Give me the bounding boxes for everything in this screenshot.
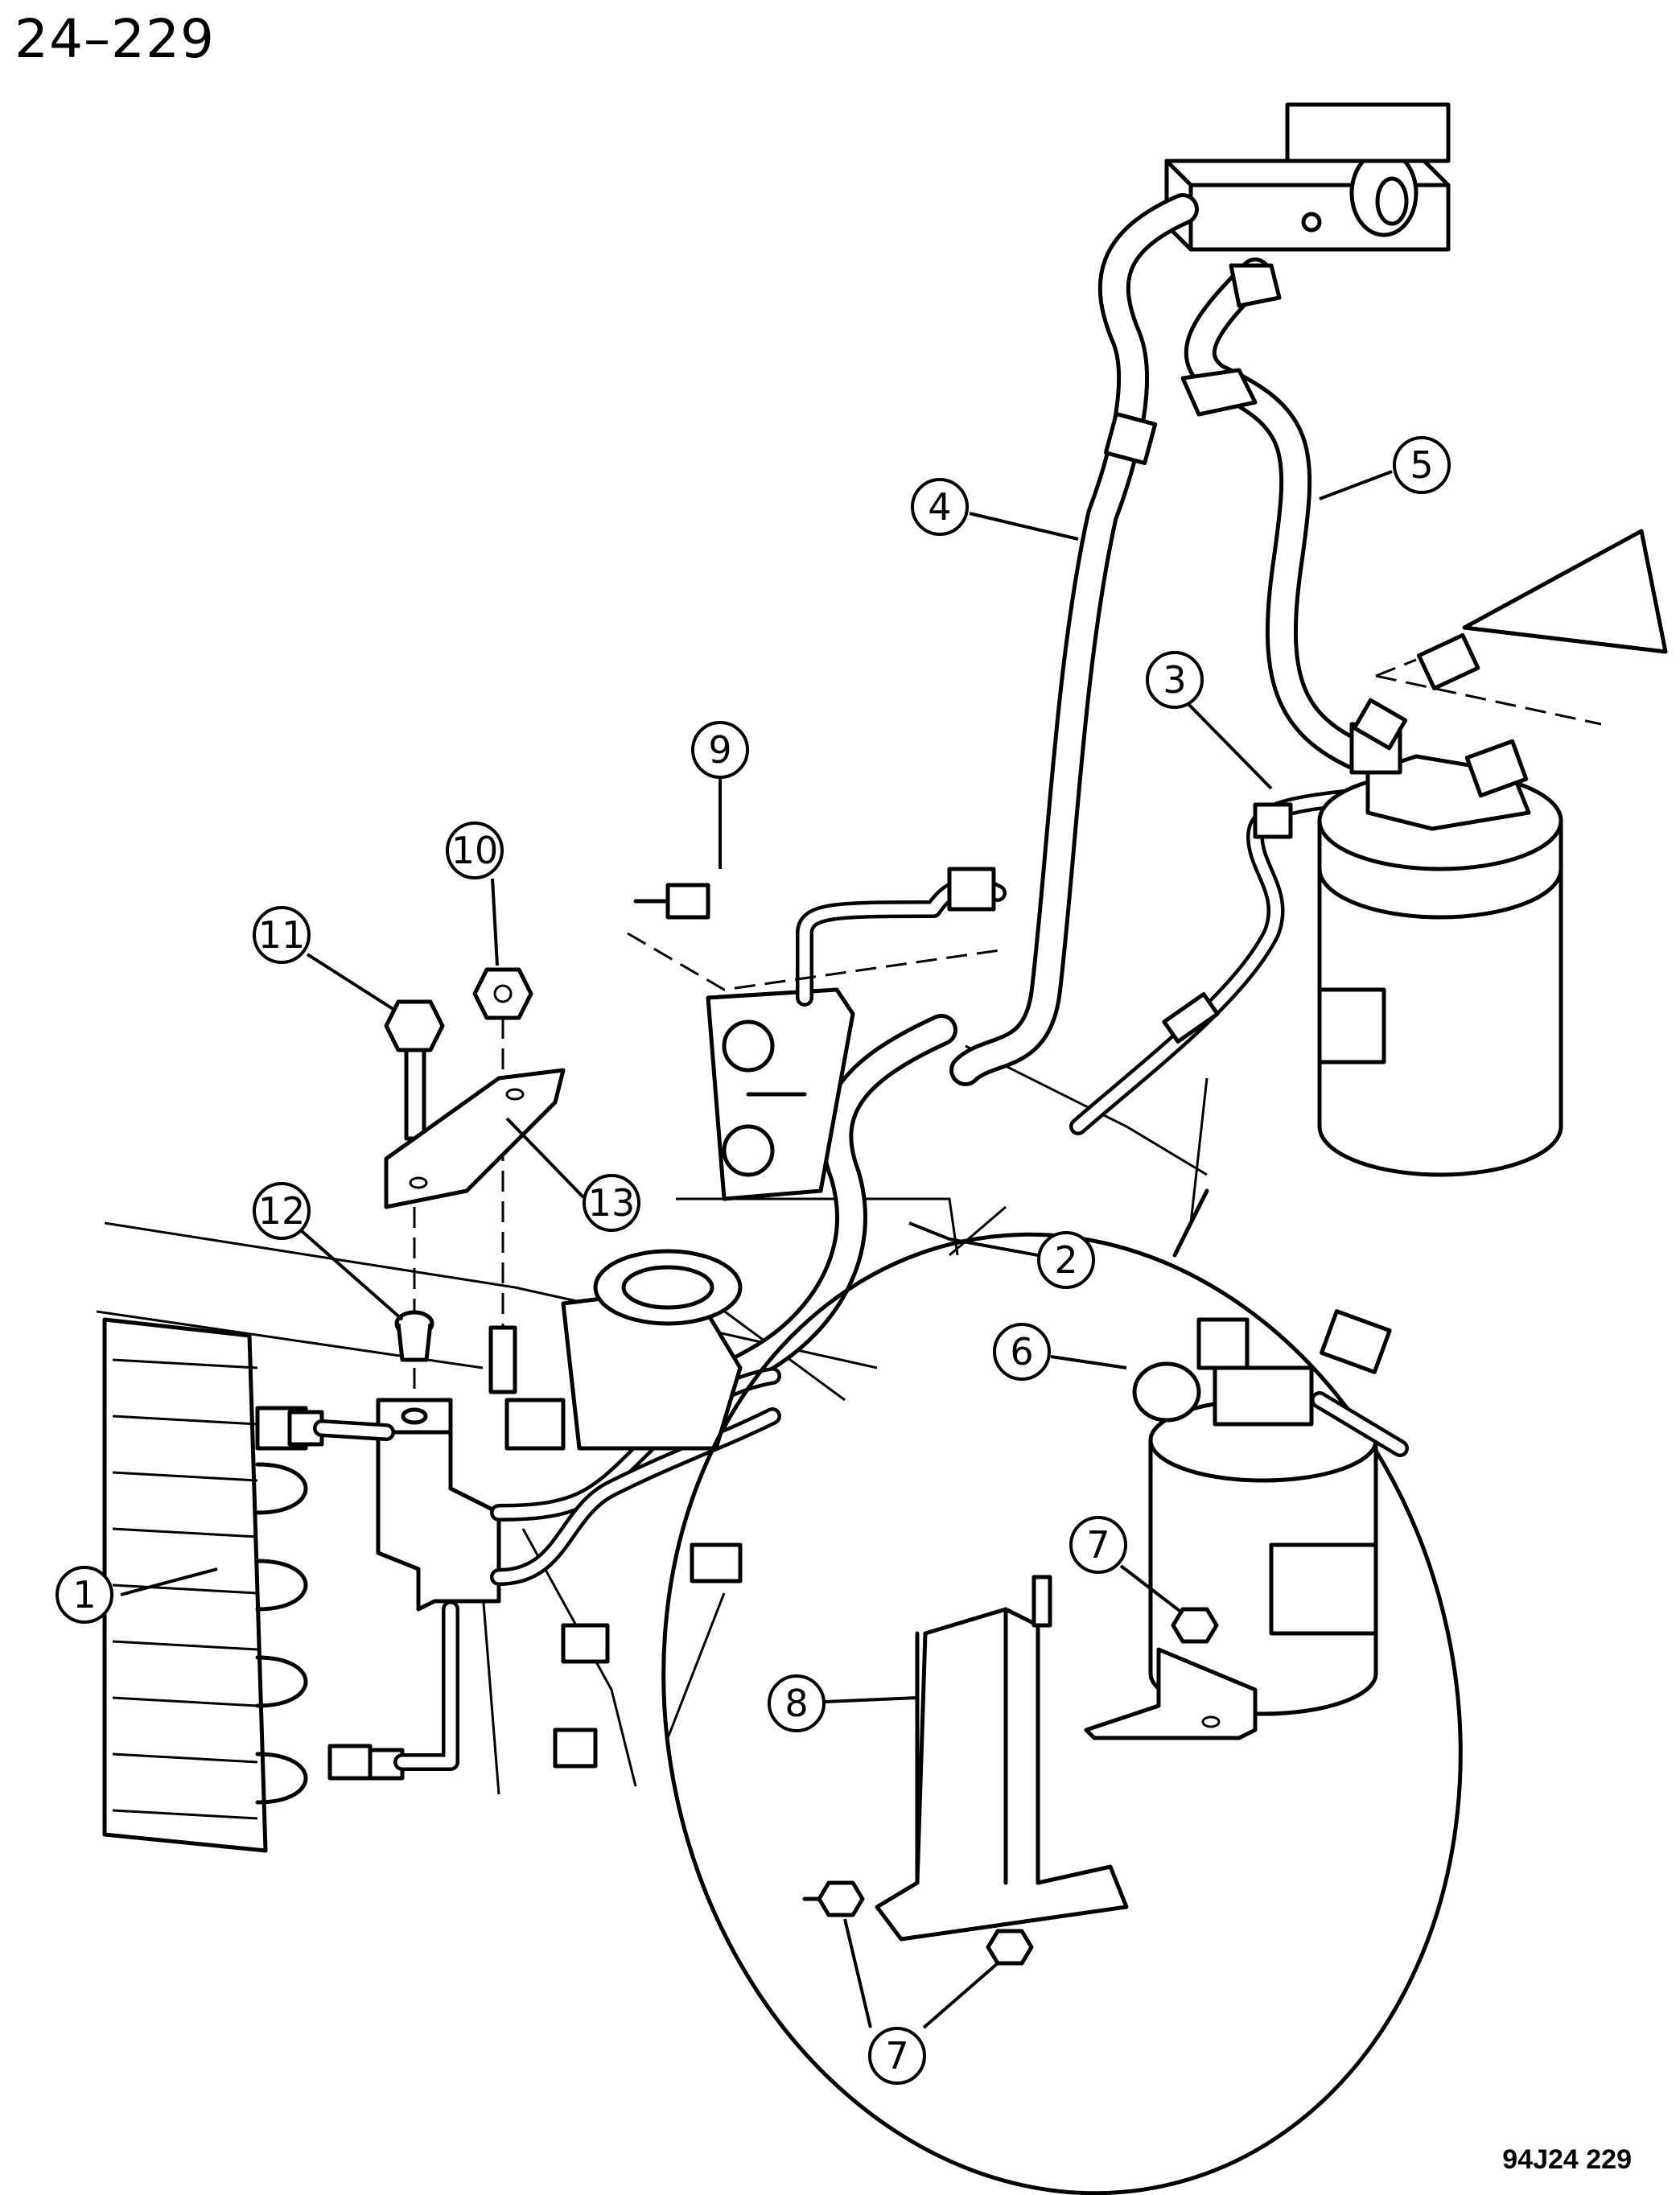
receiver-drier-detail (1084, 1309, 1409, 1740)
callout-2-label: 2 (1054, 1238, 1077, 1282)
callout-9-label: 9 (708, 728, 731, 772)
hose-5 (1180, 257, 1376, 772)
nut-10 (472, 967, 533, 1394)
detail-inset (661, 1188, 1463, 2195)
callout-5: 5 (1319, 436, 1451, 500)
mounting-bracket-8 (802, 1575, 1129, 1966)
callout-3-label: 3 (1163, 658, 1186, 702)
figure-code: 94J24 229 (1502, 2144, 1632, 2175)
receiver-drier (1317, 529, 1668, 1177)
bolt-9 (633, 883, 710, 920)
page-title: 24–229 (14, 8, 215, 70)
callout-5-label: 5 (1410, 443, 1433, 487)
callout-8-label: 8 (784, 1682, 808, 1725)
callout-13: 13 (505, 1117, 640, 1232)
callout-12-label: 12 (258, 1189, 306, 1233)
callout-4-label: 4 (928, 485, 951, 529)
callout-12: 12 (253, 1182, 404, 1321)
callout-11: 11 (253, 906, 396, 1011)
callout-7a: 7 (1069, 1516, 1184, 1615)
callout-10: 10 (446, 822, 504, 966)
callout-13-label: 13 (588, 1181, 636, 1225)
callout-4: 4 (911, 478, 1079, 541)
callout-1-label: 1 (72, 1573, 96, 1616)
bracket-13 (384, 1068, 566, 1209)
grommet-12 (394, 1207, 434, 1400)
callout-2: 2 (908, 1221, 1095, 1289)
compressor-lines (490, 1249, 781, 1769)
hose-4 (949, 193, 1199, 1086)
callout-10-label: 10 (451, 829, 499, 872)
callout-7b: 7 (843, 1918, 999, 2085)
callout-7b-label: 7 (885, 2034, 908, 2078)
callout-3: 3 (1146, 651, 1273, 790)
line-3 (1069, 788, 1369, 1135)
callout-6-label: 6 (1010, 1330, 1033, 1373)
condenser (102, 1317, 501, 1853)
callout-9: 9 (691, 721, 749, 869)
callout-11-label: 11 (258, 913, 306, 957)
callout-8: 8 (768, 1674, 918, 1732)
callout-6: 6 (993, 1323, 1127, 1381)
expansion-valve (1164, 102, 1451, 252)
callout-1: 1 (56, 1566, 218, 1624)
block-fitting (627, 867, 1007, 1201)
callout-7a-label: 7 (1086, 1523, 1110, 1567)
